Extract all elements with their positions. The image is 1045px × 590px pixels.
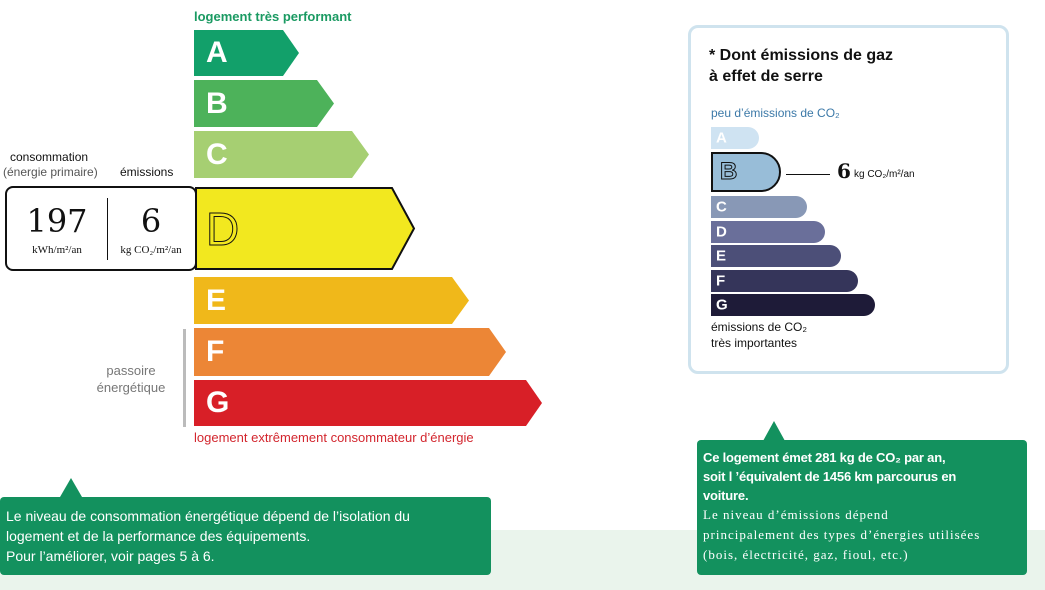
ges-class-g-bar: G: [711, 294, 875, 316]
dpe-value-box: 197 kWh/m²/an 6 kg CO₂/m²/an: [5, 186, 197, 271]
info-right-bold-line3: voiture.: [703, 488, 749, 503]
info-right-line5: principalement des types d’énergies util…: [703, 527, 981, 542]
dpe-class-c-arrow: C: [194, 131, 369, 178]
ges-class-a-bar: A: [711, 127, 759, 149]
ges-bottom-caption-line2: très importantes: [711, 336, 798, 350]
emissions-label: émissions: [120, 165, 174, 179]
info-left-line2: logement et de la performance des équipe…: [6, 528, 311, 544]
consumption-label: consommation: [10, 150, 89, 164]
ges-class-e-letter: E: [716, 247, 727, 265]
info-right-line6: (bois, électricité, gaz, fioul, etc.): [703, 547, 909, 562]
consumption-unit: kWh/m²/an: [32, 244, 82, 256]
ges-class-f-letter: F: [716, 272, 726, 290]
info-right-box: Ce logement émet 281 kg de CO₂ par an, s…: [697, 440, 1027, 575]
ges-value: 6: [837, 159, 851, 183]
ges-top-caption: peu d’émissions de CO₂: [711, 106, 840, 120]
ges-class-d-letter: D: [716, 223, 727, 241]
ges-class-b-letter: B: [719, 158, 738, 185]
info-right-line4: Le niveau d’émissions dépend: [703, 507, 889, 522]
ges-class-a-letter: A: [716, 129, 727, 147]
ges-panel: * Dont émissions de gaz à effet de serre…: [688, 25, 1009, 374]
info-right-pointer: [763, 421, 785, 441]
passoire-bracket: [183, 329, 186, 427]
info-left-line1: Le niveau de consommation énergétique dé…: [6, 508, 410, 524]
dpe-class-b-letter: B: [206, 86, 228, 120]
passoire-label: passoire énergétique: [86, 362, 176, 396]
dpe-class-g-letter: G: [206, 386, 230, 419]
dpe-class-d-letter: D: [205, 202, 240, 255]
consumption-value: 197: [26, 202, 88, 240]
dpe-class-b-arrow: B: [194, 80, 334, 127]
emissions-unit: kg CO₂/m²/an: [120, 244, 182, 256]
dpe-bottom-caption: logement extrêmement consommateur d’éner…: [194, 430, 474, 445]
ges-class-f-bar: F: [711, 270, 858, 292]
dpe-class-c-letter: C: [206, 137, 228, 171]
ges-title-line1: * Dont émissions de gaz: [709, 47, 894, 64]
dpe-top-caption: logement très performant: [194, 9, 352, 24]
dpe-class-e-arrow: E: [194, 277, 469, 324]
ges-bottom-caption-line1: émissions de CO₂: [711, 320, 808, 334]
dpe-class-a-letter: A: [206, 36, 228, 69]
info-left-box: Le niveau de consommation énergétique dé…: [0, 497, 491, 575]
passoire-line1: passoire: [106, 363, 156, 378]
ges-title-line2: à effet de serre: [709, 68, 823, 85]
ges-class-g-letter: G: [716, 296, 728, 314]
dpe-class-a-arrow: A: [194, 30, 299, 76]
value-divider: [107, 198, 108, 260]
dpe-class-g-arrow: G: [194, 380, 542, 426]
emissions-value: 6: [140, 202, 162, 240]
info-left-pointer: [60, 478, 82, 497]
ges-class-e-bar: E: [711, 245, 841, 267]
dpe-class-f-letter: F: [206, 335, 225, 368]
info-right-bold-line1: Ce logement émet 281 kg de CO₂ par an,: [703, 450, 946, 465]
info-left-line3: Pour l’améliorer, voir pages 5 à 6.: [6, 548, 215, 564]
passoire-line2: énergétique: [96, 380, 166, 395]
ges-pointer-line: [786, 174, 830, 175]
ges-class-d-bar: D: [711, 221, 825, 243]
ges-class-c-bar: C: [711, 196, 807, 218]
dpe-class-f-arrow: F: [194, 328, 506, 376]
dpe-class-e-letter: E: [206, 283, 227, 317]
ges-class-c-letter: C: [716, 198, 727, 216]
dpe-class-d-arrow: D: [194, 186, 416, 271]
consumption-sublabel: (énergie primaire): [3, 165, 98, 179]
info-right-bold-line2: soit l ’équivalent de 1456 km parcourus …: [703, 469, 957, 484]
ges-class-b-bar: B: [711, 152, 781, 192]
ges-unit: kg CO₂/m²/an: [854, 169, 915, 180]
